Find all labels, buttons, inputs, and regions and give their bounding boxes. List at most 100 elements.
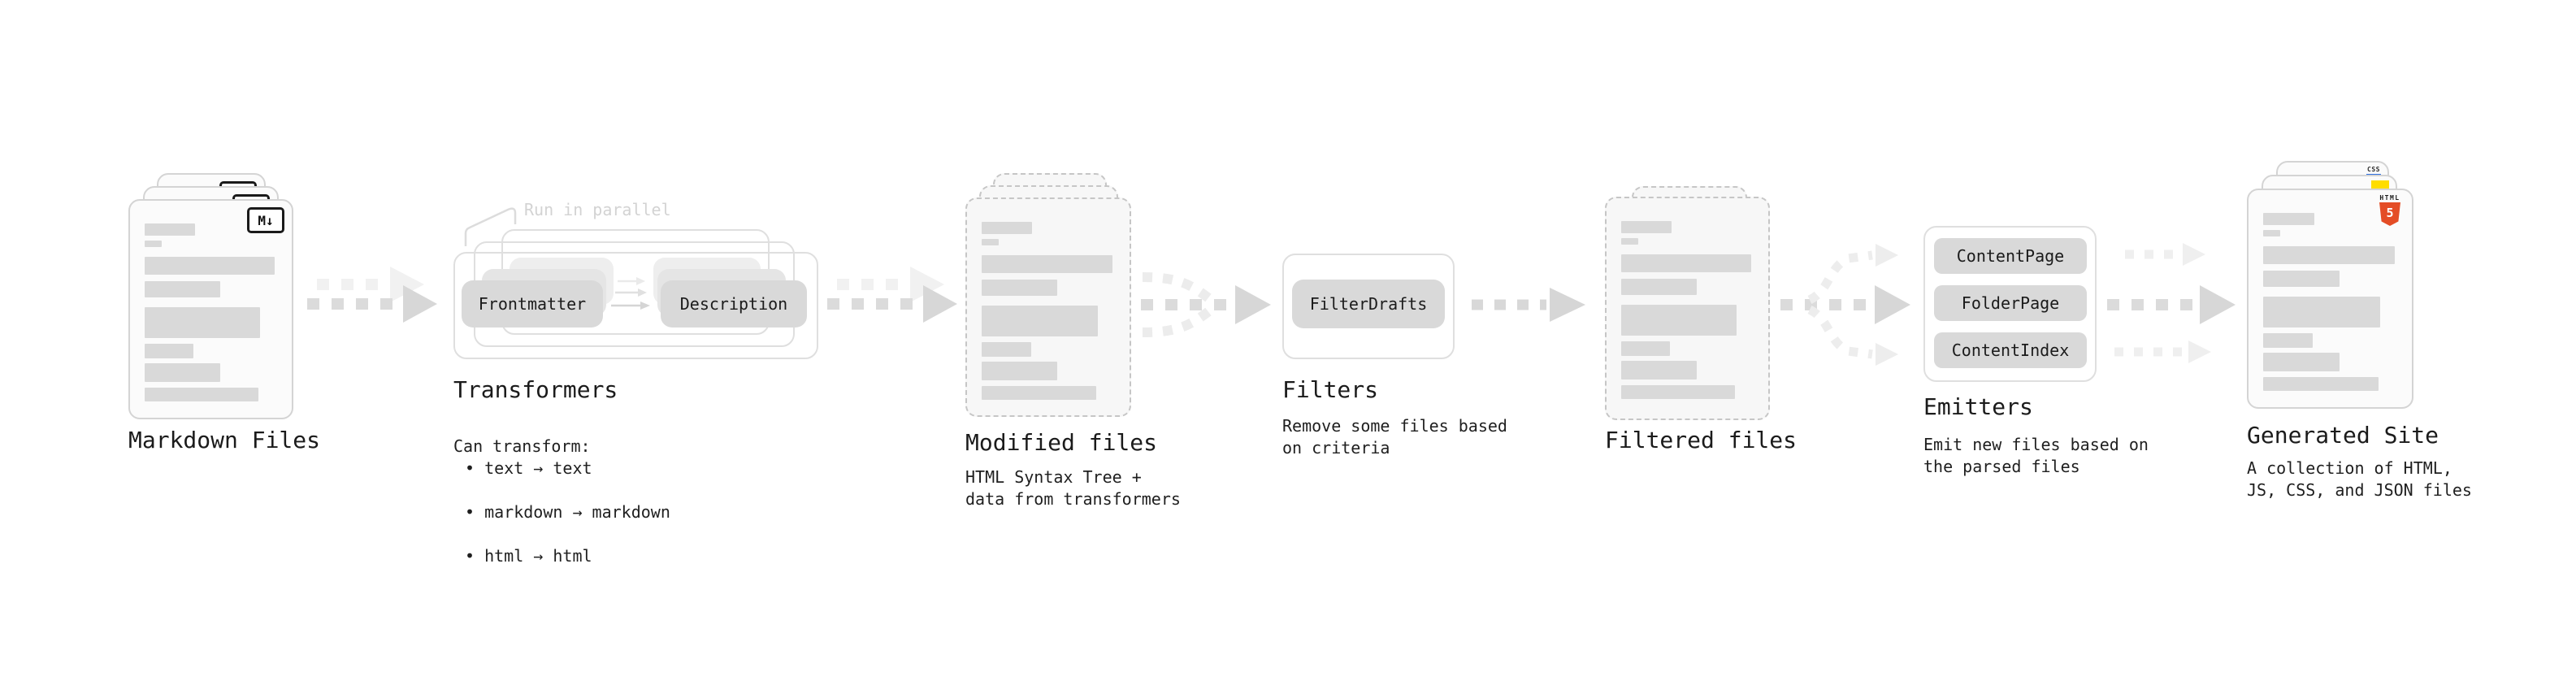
file-card-dashed bbox=[1605, 197, 1770, 420]
text-placeholder-bars bbox=[2263, 213, 2397, 391]
text-line-bar bbox=[982, 342, 1031, 357]
text-line-bar bbox=[1621, 305, 1737, 336]
transformer-container-back bbox=[501, 229, 770, 335]
text-line-bar bbox=[1621, 238, 1639, 245]
html5-icon-shield: 5 bbox=[2379, 202, 2400, 226]
emitter-pill-contentpage: ContentPage bbox=[1934, 238, 2087, 274]
stage-label: Generated Site bbox=[2247, 422, 2439, 449]
text-line-bar bbox=[2263, 246, 2395, 264]
transformer-container-mid bbox=[474, 241, 795, 347]
text-line-bar bbox=[1621, 221, 1672, 233]
html5-icon-word: HTML bbox=[2379, 194, 2400, 202]
text-line-bar bbox=[982, 255, 1112, 273]
caption-bullet: • html → html bbox=[465, 546, 592, 566]
frontmatter-pill: Frontmatter bbox=[462, 280, 603, 327]
markdown-icon: M↓ bbox=[247, 207, 284, 233]
file-card: M↓ bbox=[128, 199, 293, 419]
stage-label: Markdown Files bbox=[128, 427, 321, 453]
text-line-bar bbox=[145, 281, 220, 297]
text-line-bar bbox=[1621, 254, 1751, 272]
text-line-bar bbox=[145, 241, 163, 247]
markdown-icon: M↓ bbox=[219, 181, 257, 207]
caption-line: Can transform: bbox=[453, 436, 591, 456]
text-line-bar bbox=[982, 362, 1058, 380]
text-line-bar bbox=[1621, 361, 1697, 380]
text-line-bar bbox=[1621, 279, 1697, 295]
text-line-bar bbox=[2263, 230, 2281, 236]
text-line-bar bbox=[2263, 333, 2314, 348]
file-card: HTML 5 bbox=[2247, 189, 2413, 409]
text-placeholder-bars bbox=[145, 223, 277, 401]
text-line-bar bbox=[982, 280, 1058, 296]
arrow-filtered-to-emitters-split bbox=[1780, 244, 1910, 366]
file-card bbox=[2262, 175, 2397, 395]
stage-caption: HTML Syntax Tree + data from transformer… bbox=[965, 467, 1181, 509]
text-line-bar bbox=[145, 223, 195, 236]
transformer-parallel-arrows bbox=[611, 277, 650, 310]
file-card-dashed bbox=[1632, 186, 1747, 410]
caption-bullet: • markdown → markdown bbox=[465, 502, 670, 522]
file-card: CSS bbox=[2276, 161, 2389, 381]
description-pill-ghost bbox=[653, 258, 761, 305]
arrow-filters-to-filtered bbox=[1472, 288, 1585, 322]
text-placeholder-bars bbox=[982, 222, 1115, 400]
text-line-bar bbox=[145, 344, 194, 358]
filterdrafts-pill: FilterDrafts bbox=[1292, 280, 1445, 328]
arrow-transformers-to-modified bbox=[827, 267, 957, 323]
arrow-markdown-to-transformers bbox=[307, 267, 437, 323]
run-in-parallel-leader-line bbox=[464, 207, 517, 246]
stage-label: Filtered files bbox=[1605, 427, 1798, 453]
markdown-icon: M↓ bbox=[232, 194, 270, 220]
js-icon bbox=[2371, 180, 2389, 192]
stage-label: Emitters bbox=[1923, 393, 2033, 420]
file-card-dashed bbox=[979, 185, 1118, 405]
caption-bullet: • text → text bbox=[465, 458, 592, 478]
filters-container bbox=[1282, 254, 1455, 359]
run-in-parallel-annotation: Run in parallel bbox=[524, 200, 671, 219]
file-card-dashed bbox=[993, 173, 1107, 393]
text-line-bar bbox=[2263, 377, 2379, 391]
frontmatter-pill-ghost bbox=[510, 258, 614, 305]
description-pill: Description bbox=[661, 280, 807, 327]
text-line-bar bbox=[1621, 385, 1736, 399]
stage-caption: Can transform: • text → text • markdown … bbox=[453, 414, 670, 589]
file-card-dashed bbox=[965, 197, 1131, 417]
text-line-bar bbox=[145, 363, 220, 382]
emitter-pill-contentindex: ContentIndex bbox=[1934, 332, 2087, 368]
text-line-bar bbox=[982, 222, 1033, 234]
stage-label: Modified files bbox=[965, 429, 1158, 456]
css-icon: CSS bbox=[2366, 166, 2381, 176]
text-line-bar bbox=[145, 388, 259, 401]
stage-caption: Emit new files based on the parsed files bbox=[1923, 435, 2149, 476]
emitter-pill-folderpage: FolderPage bbox=[1934, 285, 2087, 321]
text-placeholder-bars bbox=[1621, 221, 1754, 399]
text-line-bar bbox=[2263, 353, 2340, 371]
file-card: M↓ bbox=[143, 186, 279, 406]
emitters-container bbox=[1923, 226, 2097, 382]
text-line-bar bbox=[982, 386, 1097, 400]
stage-caption: A collection of HTML, JS, CSS, and JSON … bbox=[2247, 458, 2472, 500]
description-pill-ghost bbox=[657, 269, 786, 316]
file-card: M↓ bbox=[157, 173, 266, 393]
text-line-bar bbox=[145, 257, 275, 275]
text-line-bar bbox=[982, 306, 1098, 336]
text-line-bar bbox=[2263, 213, 2314, 225]
text-line-bar bbox=[982, 239, 1000, 245]
text-line-bar bbox=[1621, 341, 1671, 356]
arrow-modified-to-filters-merge bbox=[1141, 272, 1271, 337]
text-line-bar bbox=[2263, 271, 2340, 287]
arrow-emitters-to-generated bbox=[2107, 243, 2236, 363]
text-line-bar bbox=[2263, 297, 2380, 327]
stage-caption: Remove some files based on criteria bbox=[1282, 416, 1507, 458]
text-line-bar bbox=[145, 307, 260, 338]
html5-icon: HTML 5 bbox=[2378, 194, 2402, 226]
transformer-container-front bbox=[453, 252, 818, 359]
stage-label: Filters bbox=[1282, 376, 1379, 403]
